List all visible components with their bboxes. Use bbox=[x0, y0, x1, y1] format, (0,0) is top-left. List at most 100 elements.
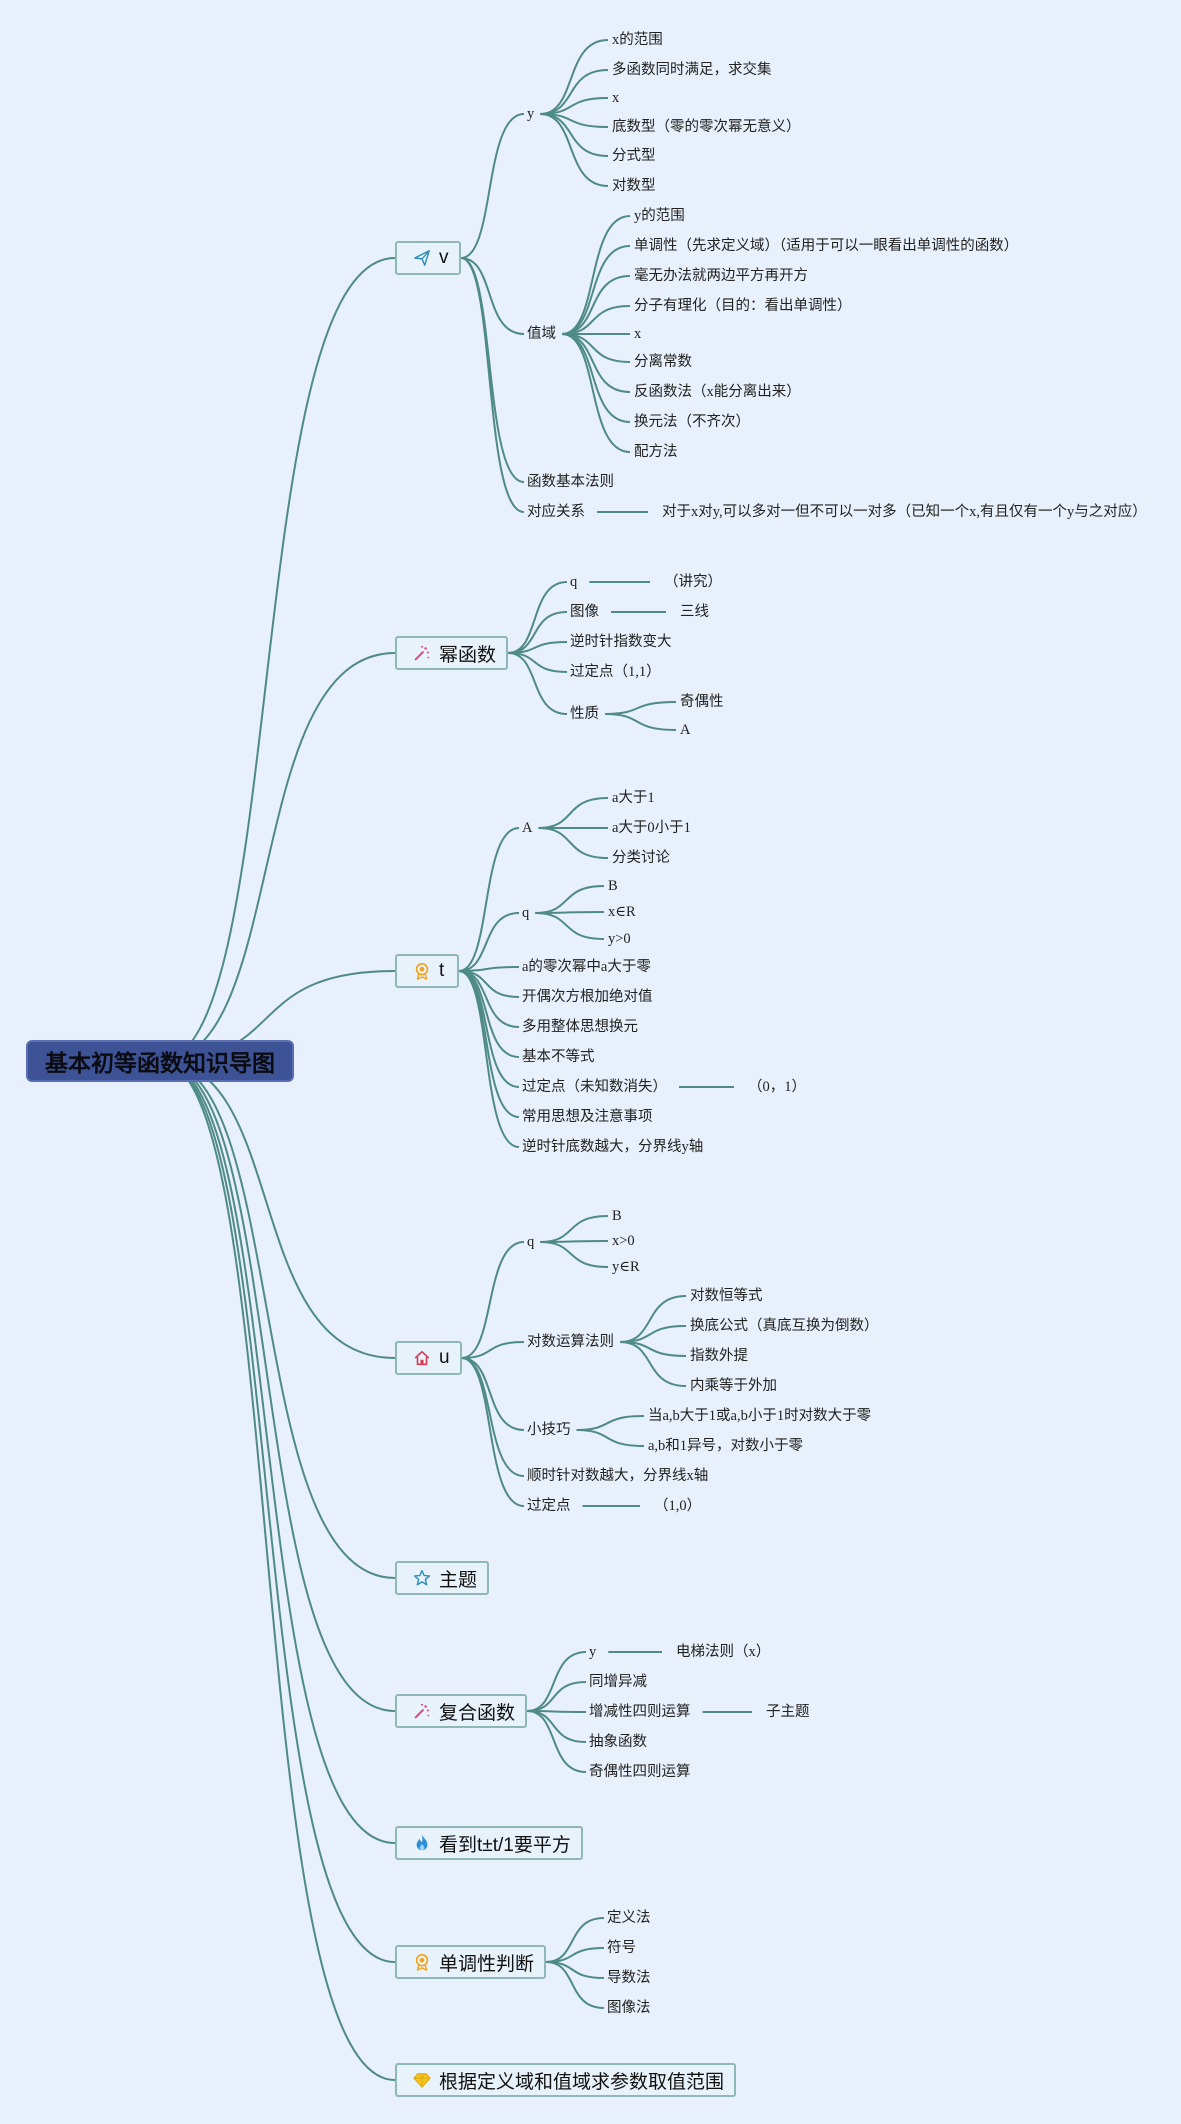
branch-topic-0[interactable]: v bbox=[395, 241, 461, 275]
subtopic[interactable]: 小技巧 bbox=[527, 1422, 571, 1438]
subtopic[interactable]: 增减性四则运算 bbox=[589, 1704, 691, 1720]
subtopic[interactable]: 图像 bbox=[570, 604, 599, 620]
leaf-topic[interactable]: x的范围 bbox=[612, 32, 663, 48]
leaf-topic[interactable]: y>0 bbox=[608, 931, 631, 947]
branch-topic-4[interactable]: 主题 bbox=[395, 1561, 490, 1595]
leaf-topic[interactable]: 三线 bbox=[680, 604, 709, 620]
branch-7-link-3 bbox=[545, 1961, 605, 2009]
branch-topic-7[interactable]: 单调性判断 bbox=[395, 1945, 547, 1979]
leaf-topic[interactable]: 内乘等于外加 bbox=[690, 1378, 777, 1394]
subtopic[interactable]: 图像法 bbox=[607, 2000, 651, 2016]
subtopic-0-1-link-7 bbox=[561, 333, 631, 423]
leaf-topic[interactable]: 反函数法（x能分离出来） bbox=[634, 384, 801, 400]
subtopic[interactable]: 定义法 bbox=[607, 1910, 651, 1926]
leaf-topic[interactable]: y的范围 bbox=[634, 208, 685, 224]
subtopic[interactable]: 常用思想及注意事项 bbox=[522, 1109, 653, 1125]
subtopic[interactable]: 过定点（未知数消失） bbox=[522, 1079, 667, 1095]
subtopic[interactable]: 抽象函数 bbox=[589, 1734, 647, 1750]
leaf-topic[interactable]: 当a,b大于1或a,b小于1时对数大于零 bbox=[648, 1408, 872, 1424]
leaf-topic[interactable]: （0，1） bbox=[748, 1079, 806, 1095]
leaf-topic[interactable]: a大于1 bbox=[612, 790, 655, 806]
subtopic[interactable]: 基本不等式 bbox=[522, 1049, 595, 1065]
branch-label: u bbox=[439, 1347, 450, 1368]
subtopic[interactable]: q bbox=[522, 905, 530, 921]
leaf-topic[interactable]: B bbox=[608, 878, 618, 894]
subtopic[interactable]: 函数基本法则 bbox=[527, 474, 614, 490]
branch-0-link-1 bbox=[460, 257, 525, 335]
subtopic[interactable]: 对数运算法则 bbox=[527, 1334, 614, 1350]
subtopic[interactable]: y bbox=[589, 1644, 597, 1660]
subtopic[interactable]: A bbox=[522, 820, 533, 836]
subtopic[interactable]: 多用整体思想换元 bbox=[522, 1019, 638, 1035]
branch-5-link-3 bbox=[527, 1710, 587, 1743]
branch-topic-2[interactable]: t bbox=[395, 954, 459, 988]
leaf-topic[interactable]: 对数型 bbox=[612, 178, 656, 194]
leaf-topic[interactable]: 指数外提 bbox=[690, 1348, 748, 1364]
leaf-topic[interactable]: 分类讨论 bbox=[612, 850, 670, 866]
subtopic[interactable]: 奇偶性四则运算 bbox=[589, 1764, 691, 1780]
leaf-topic[interactable]: 换底公式（真底互换为倒数） bbox=[690, 1318, 879, 1334]
branch-3-link-2 bbox=[461, 1357, 525, 1431]
subtopic[interactable]: 过定点 bbox=[527, 1498, 571, 1514]
branch-label: 看到t±t/1要平方 bbox=[439, 1834, 571, 1856]
leaf-topic[interactable]: 分离常数 bbox=[634, 354, 692, 370]
subtopic[interactable]: 逆时针底数越大，分界线y轴 bbox=[522, 1139, 704, 1155]
leaf-topic[interactable]: 毫无办法就两边平方再开方 bbox=[634, 268, 808, 284]
subtopic[interactable]: q bbox=[527, 1234, 535, 1250]
leaf-topic[interactable]: x bbox=[612, 90, 620, 106]
subtopic[interactable]: 符号 bbox=[607, 1940, 636, 1956]
leaf-topic[interactable]: 电梯法则（x） bbox=[676, 1644, 771, 1660]
branch-topic-1[interactable]: 幂函数 bbox=[395, 636, 509, 670]
branch-topic-8[interactable]: 根据定义域和值域求参数取值范围 bbox=[395, 2063, 737, 2097]
root-topic[interactable]: 基本初等函数知识导图 bbox=[26, 1040, 294, 1082]
subtopic-1-4-link-0 bbox=[604, 701, 677, 715]
leaf-topic[interactable]: x bbox=[634, 326, 642, 342]
leaf-topic[interactable]: （讲究） bbox=[664, 574, 722, 590]
subtopic[interactable]: 顺时针对数越大，分界线x轴 bbox=[527, 1468, 709, 1484]
leaf-topic[interactable]: 换元法（不齐次） bbox=[634, 414, 750, 430]
leaf-topic[interactable]: a大于0小于1 bbox=[612, 820, 691, 836]
leaf-topic[interactable]: y∈R bbox=[612, 1259, 640, 1275]
subtopic[interactable]: q bbox=[570, 574, 578, 590]
leaf-topic[interactable]: 分式型 bbox=[612, 148, 656, 164]
leaf-topic[interactable]: B bbox=[612, 1208, 622, 1224]
branch-2-link-8 bbox=[458, 970, 520, 1148]
subtopic[interactable]: a的零次幂中a大于零 bbox=[522, 959, 651, 975]
leaf-topic[interactable]: 单调性（先求定义域）（适用于可以一眼看出单调性的函数） bbox=[634, 238, 1019, 254]
leaf-topic[interactable]: 分子有理化（目的：看出单调性） bbox=[634, 298, 852, 314]
branch-1-link-1 bbox=[507, 611, 568, 654]
subtopic[interactable]: 值域 bbox=[527, 326, 556, 342]
branch-1-link-3 bbox=[508, 652, 568, 673]
subtopic[interactable]: 逆时针指数变大 bbox=[570, 634, 672, 650]
branch-topic-6[interactable]: 看到t±t/1要平方 bbox=[395, 1826, 583, 1860]
leaf-topic[interactable]: 子主题 bbox=[766, 1704, 810, 1720]
award-icon bbox=[413, 1953, 431, 1971]
branch-topic-5[interactable]: 复合函数 bbox=[395, 1694, 528, 1728]
subtopic[interactable]: y bbox=[527, 106, 535, 122]
subtopic-0-0-link-4 bbox=[540, 113, 609, 157]
leaf-topic[interactable]: （1,0） bbox=[654, 1498, 702, 1514]
leaf-topic[interactable]: 对数恒等式 bbox=[690, 1288, 763, 1304]
leaf-topic[interactable]: 底数型（零的零次幂无意义） bbox=[612, 119, 801, 135]
subtopic-2-0-link-0 bbox=[538, 797, 609, 829]
branch-label: 幂函数 bbox=[439, 644, 497, 666]
subtopic[interactable]: 性质 bbox=[570, 706, 599, 722]
branch-7-link-0 bbox=[545, 1917, 605, 1963]
subtopic[interactable]: 开偶次方根加绝对值 bbox=[522, 989, 653, 1005]
subtopic[interactable]: 导数法 bbox=[607, 1970, 651, 1986]
subtopic[interactable]: 同增异减 bbox=[589, 1674, 647, 1690]
leaf-topic[interactable]: 对于x对y,可以多对一但不可以一对多（已知一个x,有且仅有一个y与之对应） bbox=[662, 504, 1147, 520]
branch-topic-3[interactable]: u bbox=[395, 1341, 462, 1375]
leaf-topic[interactable]: 多函数同时满足，求交集 bbox=[612, 62, 772, 78]
leaf-topic[interactable]: 奇偶性 bbox=[680, 694, 724, 710]
leaf-topic[interactable]: A bbox=[680, 722, 691, 738]
branch-5-link-1 bbox=[527, 1681, 587, 1712]
subtopic[interactable]: 对应关系 bbox=[527, 504, 585, 520]
subtopic[interactable]: 过定点（1,1） bbox=[570, 664, 661, 680]
leaf-topic[interactable]: x>0 bbox=[612, 1233, 635, 1249]
leaf-topic[interactable]: a,b和1异号，对数小于零 bbox=[648, 1438, 804, 1454]
leaf-topic[interactable]: 配方法 bbox=[634, 444, 678, 460]
branch-label: v bbox=[439, 247, 449, 268]
leaf-topic[interactable]: x∈R bbox=[608, 904, 636, 920]
branch-label: t bbox=[439, 960, 445, 981]
